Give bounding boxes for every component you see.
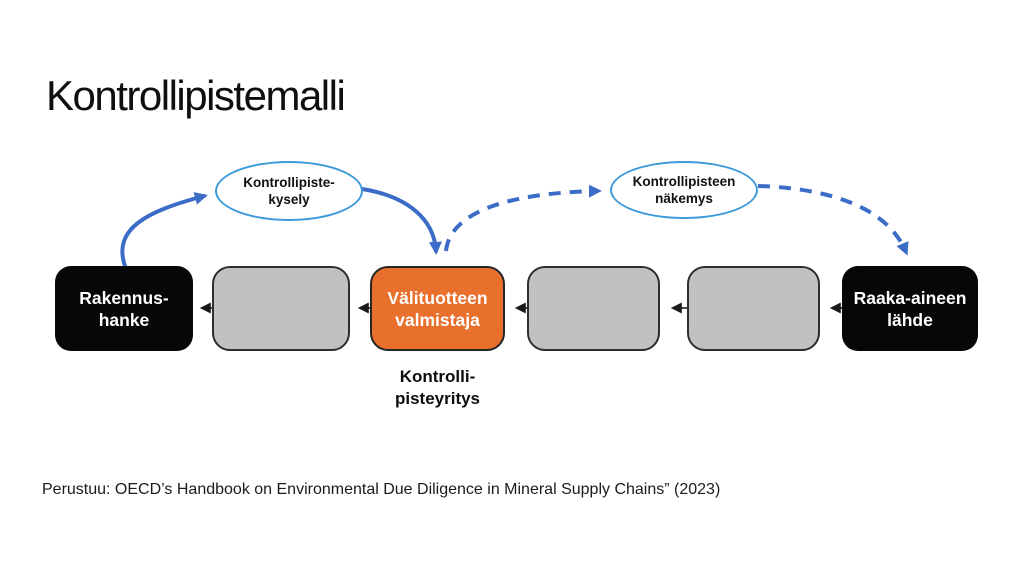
source-citation: Perustuu: OECD’s Handbook on Environment… — [42, 481, 721, 498]
chain-box-intermediate-1 — [212, 266, 350, 351]
box-label-line1: Raaka-aineen — [853, 287, 967, 308]
box-label-line2: valmistaja — [395, 309, 480, 330]
box-label-line2: hanke — [98, 309, 150, 330]
box-label-line1: Rakennus- — [79, 287, 169, 308]
survey-bubble: Kontrollipiste- kysely — [215, 161, 363, 221]
view-bubble-label-line1: Kontrollipisteen — [632, 174, 736, 189]
survey-bubble-label-line1: Kontrollipiste- — [243, 175, 335, 190]
survey-bubble-label-line2: kysely — [268, 192, 310, 207]
chain-box-control-point: Välituotteen valmistaja — [370, 266, 505, 351]
control-point-caption-line1: Kontrolli- — [399, 367, 476, 386]
chain-box-raw-material-source: Raaka-aineen lähde — [842, 266, 978, 351]
box-label-line1: Välituotteen — [387, 287, 488, 308]
page-title: Kontrollipistemalli — [46, 72, 346, 119]
survey-to-controlpoint-arrow-icon — [360, 187, 442, 255]
view-to-source-dashed-arrow-icon — [757, 184, 909, 256]
survey-request-arrow-icon — [120, 192, 208, 268]
chain-box-intermediate-2 — [527, 266, 660, 351]
chain-box-intermediate-3 — [687, 266, 820, 351]
view-bubble-label-line2: näkemys — [655, 191, 713, 206]
box-label-line2: lähde — [887, 309, 933, 330]
view-upstream-dashed-arrow-icon — [444, 184, 602, 252]
view-bubble: Kontrollipisteen näkemys — [610, 161, 758, 219]
control-point-caption: Kontrolli- pisteyritys — [370, 366, 505, 410]
chain-box-construction-project: Rakennus- hanke — [55, 266, 193, 351]
control-point-caption-line2: pisteyritys — [394, 389, 481, 408]
